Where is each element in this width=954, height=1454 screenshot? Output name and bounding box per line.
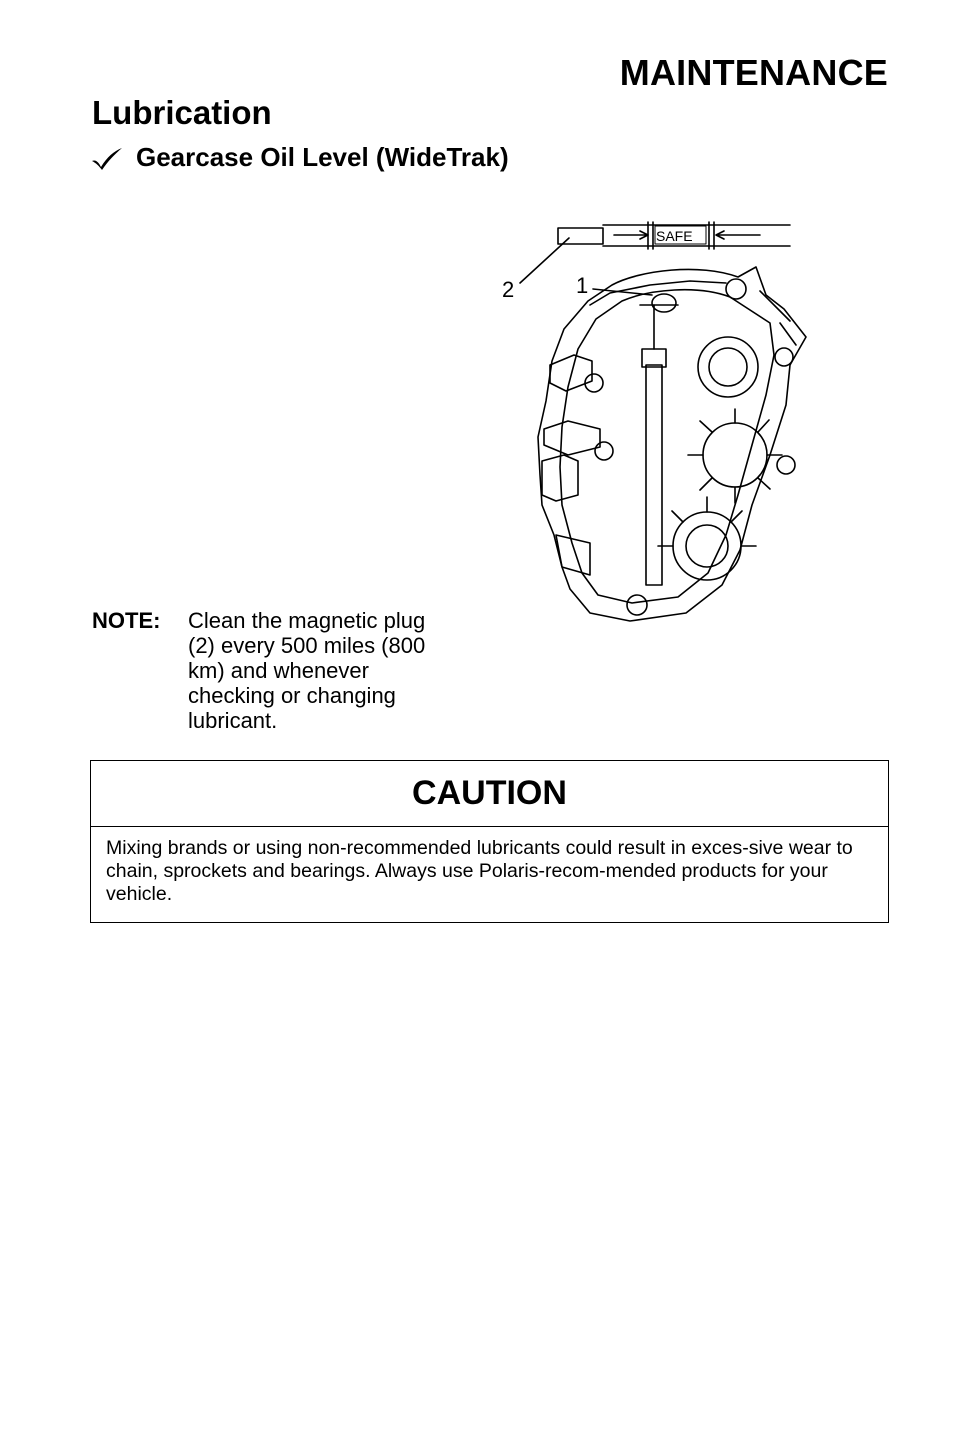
subsection-title: Lubrication xyxy=(92,94,272,131)
caution-box: CAUTION Mixing brands or using non-recom… xyxy=(90,760,889,923)
section-title: MAINTENANCE xyxy=(619,52,888,93)
topic-title: Gearcase Oil Level (WideTrak) xyxy=(136,142,509,172)
topic-heading: Gearcase Oil Level (WideTrak) xyxy=(90,142,509,173)
callout-2: 2 xyxy=(502,277,514,302)
note-label: NOTE: xyxy=(92,608,161,633)
gearcase-illustration: SAFE 2 1 xyxy=(502,221,807,622)
check-mark-icon xyxy=(92,147,122,170)
caution-text: Mixing brands or using non-recommended l… xyxy=(106,837,853,905)
callout-1: 1 xyxy=(576,273,588,298)
caution-title: CAUTION xyxy=(91,761,888,827)
note: NOTE: Clean the magnetic plug (2) every … xyxy=(92,608,452,733)
note-text: Clean the magnetic plug (2) every 500 mi… xyxy=(188,608,426,733)
safe-marking: SAFE xyxy=(656,228,693,244)
